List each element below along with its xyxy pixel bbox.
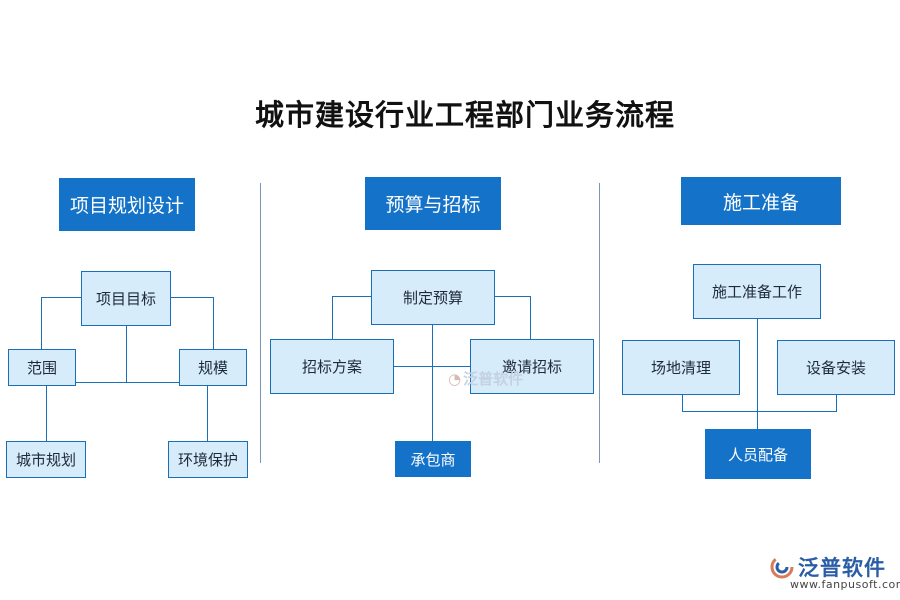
brand-logo: 泛普软件: [770, 552, 886, 582]
node-project-goal: 项目目标: [81, 271, 171, 326]
node-construction-prep-work: 施工准备工作: [693, 264, 821, 319]
connector: [41, 297, 42, 349]
section-3-header: 施工准备: [681, 177, 841, 225]
diagram-title: 城市建设行业工程部门业务流程: [254, 98, 675, 132]
column-separator-2: [599, 183, 600, 463]
node-staffing: 人员配备: [705, 429, 811, 479]
node-scope: 范围: [8, 349, 76, 386]
connector: [207, 382, 208, 442]
node-site-clearing: 场地清理: [622, 340, 740, 395]
connector: [126, 325, 127, 382]
connector: [682, 394, 683, 412]
connector: [332, 296, 372, 297]
connector: [41, 297, 82, 298]
node-equipment-installation: 设备安装: [777, 340, 895, 395]
node-urban-planning: 城市规划: [6, 441, 86, 478]
node-bidding-plan: 招标方案: [270, 339, 394, 394]
node-invite-tender: 邀请招标: [470, 339, 594, 394]
brand-swirl-icon: [770, 555, 794, 579]
connector: [757, 318, 758, 430]
connector: [46, 382, 208, 383]
brand-name: 泛普软件: [798, 556, 886, 580]
column-separator-1: [260, 183, 261, 463]
section-2-header: 预算与招标: [365, 177, 501, 230]
node-environmental-protection: 环境保护: [168, 441, 248, 478]
node-contractor: 承包商: [395, 441, 471, 477]
connector: [46, 382, 47, 442]
connector: [393, 366, 471, 367]
connector: [682, 411, 837, 412]
brand-url: www.fanpusoft.com: [790, 578, 900, 591]
watermark-text: 泛普软件: [463, 370, 524, 388]
connector: [530, 296, 531, 340]
connector: [170, 297, 214, 298]
connector: [836, 394, 837, 412]
connector: [213, 297, 214, 349]
connector: [494, 296, 530, 297]
connector: [432, 324, 433, 442]
logo-icon: ◔: [448, 370, 462, 388]
section-1-header: 项目规划设计: [59, 178, 195, 231]
node-make-budget: 制定预算: [371, 270, 495, 325]
connector: [332, 296, 333, 340]
watermark: ◔泛普软件: [448, 368, 523, 389]
node-scale: 规模: [179, 349, 247, 386]
